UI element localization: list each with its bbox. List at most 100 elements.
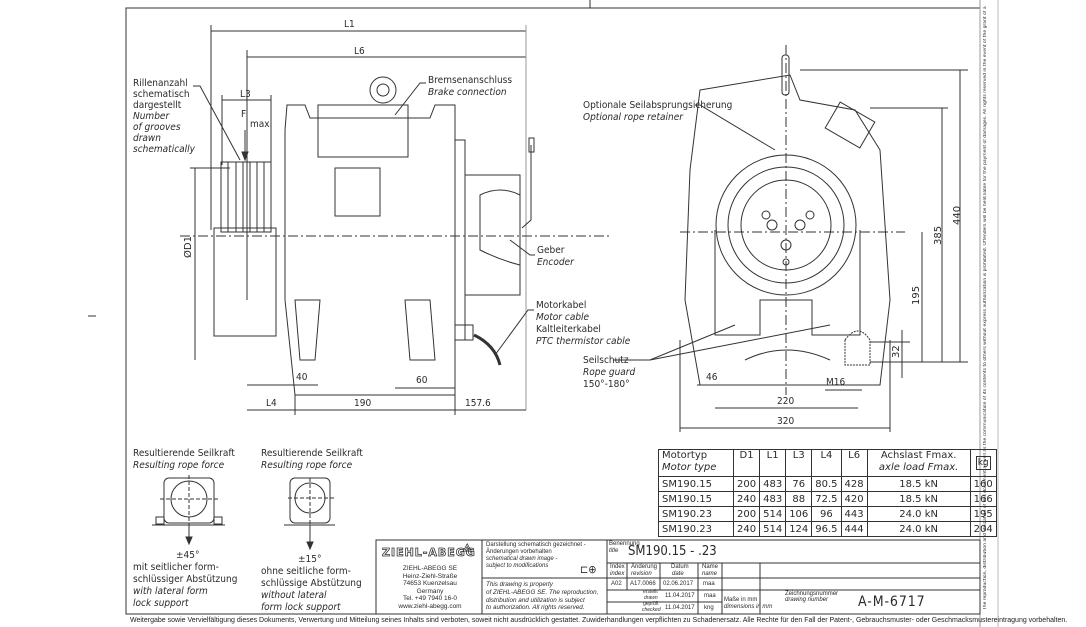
header-l6: L6 [840, 449, 868, 477]
dim-385: 385 [933, 225, 944, 245]
motor-cable-label-en: Motor cable [536, 312, 590, 323]
rev-name: maa [703, 581, 715, 587]
units-label-en: dimensions in mm [724, 604, 773, 610]
dim-195: 195 [911, 285, 922, 305]
drawing-number-label-en: drawing number [785, 597, 829, 603]
checked-date: 11.04.2017 [665, 605, 695, 611]
checked-label-en: checked [642, 607, 661, 613]
cell: 483 [759, 491, 787, 507]
rev-header-date: Datum [671, 564, 689, 570]
rope-guard-angle: 150°-180° [583, 379, 630, 390]
rev-header-name: Name [702, 564, 719, 570]
encoder-label: Geber [537, 245, 565, 256]
cell: 96 [811, 506, 842, 522]
cell: 444 [840, 521, 868, 537]
grooves-label-en-4: schematically [133, 144, 195, 155]
cell: 200 [732, 506, 761, 522]
drawing-number: A-M-6717 [858, 594, 926, 610]
dim-60: 60 [416, 375, 428, 386]
address-line: Heinz-Ziehl-Straße [402, 572, 458, 580]
checked-label: geprüft [643, 601, 659, 607]
header-axle-load: Achslast Fmax. [880, 450, 957, 461]
note-line: subject to modifications [486, 563, 549, 569]
rev-header-index-en: index [610, 571, 625, 577]
dim-190: 190 [354, 398, 372, 409]
note-line: Darstellung schematisch gezeichnet - [486, 542, 586, 548]
retainer-label: Optionale Seilabsprungsicherung [583, 100, 733, 111]
logo-mark-icon: ⟁ [462, 541, 473, 556]
drawing-title: SM190.15 - .23 [628, 544, 717, 559]
rope-force-desc-1a: mit seitlicher form- [133, 562, 219, 573]
header-axle-load-en: axle load Fmax. [878, 462, 959, 473]
cell: 80.5 [811, 476, 842, 492]
dim-l1: L1 [344, 19, 355, 30]
address-line: Tel. +49 7940 16-0 [402, 595, 458, 602]
rope-guard-label: Seilschutz [583, 355, 629, 366]
note-line: schematical drawn image - [486, 556, 558, 562]
address-line: 74653 Kuenzelsau [403, 580, 457, 587]
grooves-label-en-2: of grooves [133, 122, 181, 133]
cell: SM190.15 [658, 476, 734, 492]
rope-force-sketches [152, 475, 335, 551]
dim-440: 440 [952, 205, 963, 225]
ptc-label-en: PTC thermistor cable [536, 336, 631, 347]
dim-l6: L6 [354, 46, 365, 57]
rev-revision: A17.0066 [630, 581, 656, 587]
property-notice: This drawing is property of ZIEHL-ABEGG … [486, 581, 598, 612]
address-line: www.ziehl-abegg.com [398, 602, 462, 610]
rope-force-desc-en-1b: lock support [133, 598, 189, 609]
title-label-en: title [609, 548, 619, 554]
rev-header-revision: Änderung [631, 564, 658, 570]
rope-force-title-en-2: Resulting rope force [261, 460, 353, 471]
rope-force-angle-1: ±45° [176, 550, 200, 561]
property-line: distribution and utilization is subject [486, 596, 585, 604]
dim-l4: L4 [266, 398, 277, 409]
cell: 240 [732, 521, 761, 537]
title-label: Benennung [609, 541, 640, 547]
cell: 88 [785, 491, 813, 507]
f-max-symbol: F [241, 109, 247, 120]
rope-force-title-en-1: Resulting rope force [133, 460, 225, 471]
company-address: ZIEHL-ABEGG SE Heinz-Ziehl-Straße 74653 … [384, 565, 476, 610]
drawn-name: maa [704, 593, 716, 599]
side-view [180, 25, 610, 415]
f-max-sub: max. [250, 119, 273, 130]
rope-force-title-2: Resultierende Seilkraft [261, 448, 363, 459]
note-line: Änderungen vorbehalten [486, 549, 552, 555]
title-block-lines [375, 539, 981, 615]
cell: 514 [759, 506, 787, 522]
schematic-note: Darstellung schematisch gezeichnet - Änd… [486, 542, 586, 570]
units-label: Maße in mm [724, 597, 758, 603]
rev-header-revision-en: revision [631, 571, 652, 577]
checked-name: kng [704, 605, 714, 611]
rope-force-desc-2b: schlüssige Abstützung [261, 578, 362, 589]
header-weight-unit: kg [975, 456, 991, 470]
cell: 428 [840, 476, 868, 492]
property-line: of ZIEHL-ABEGG SE. The reproduction, [486, 588, 599, 596]
brake-label: Bremsenanschluss [428, 75, 513, 86]
address-line: ZIEHL-ABEGG SE [402, 565, 458, 572]
cell: 124 [785, 521, 813, 537]
cell: SM190.15 [658, 491, 734, 507]
dim-m16: M16 [826, 377, 846, 388]
rope-force-desc-en-2a: without lateral [261, 590, 327, 601]
rev-index: A02 [611, 581, 622, 587]
property-line: to authorization. All rights reserved. [486, 604, 585, 612]
rope-force-angle-2: ±15° [298, 554, 322, 565]
address-line: Germany [416, 587, 444, 595]
cell: SM190.23 [658, 521, 734, 537]
cell: 18.5 kN [866, 491, 971, 507]
cell: 240 [732, 491, 761, 507]
cell: 106 [785, 506, 813, 522]
cell: 24.0 kN [866, 506, 971, 522]
rev-header-index: Index [610, 564, 625, 570]
cell: 483 [759, 476, 787, 492]
projection-symbol-icon: ⊏⊕ [580, 563, 597, 576]
grooves-label-3: dargestellt [133, 100, 182, 111]
header-motor-type-en: Motor type [662, 462, 717, 473]
cell: SM190.23 [658, 506, 734, 522]
